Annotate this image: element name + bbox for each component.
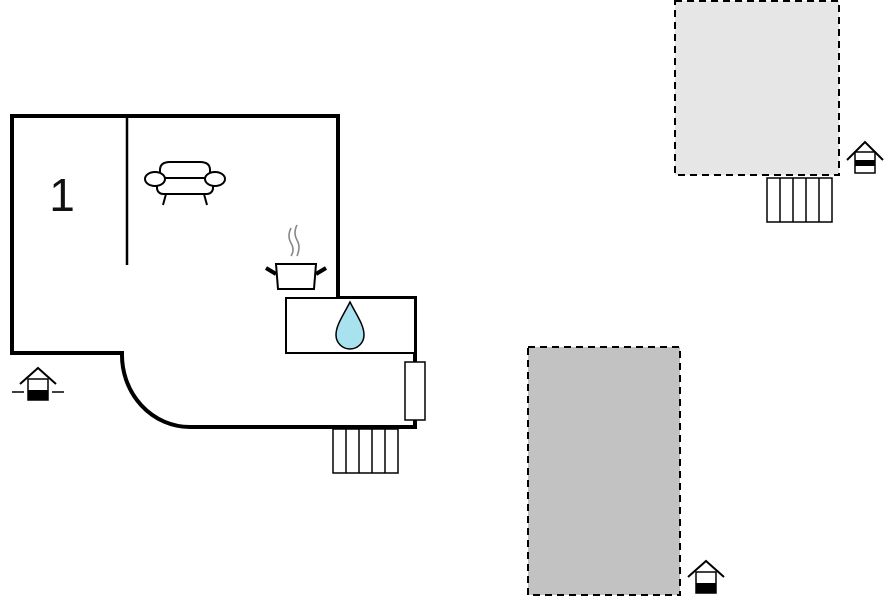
outbuilding-light [674, 0, 840, 176]
outbuilding-entrance-icon [846, 140, 884, 174]
side-door [404, 361, 426, 421]
outbuilding-steps [766, 177, 833, 223]
cooking-pot-icon [264, 224, 328, 290]
outbuilding-dark [527, 346, 681, 596]
sofa-icon [144, 161, 226, 206]
house-entrance-icon [12, 366, 64, 401]
steps-icon [332, 428, 399, 474]
water-drop-icon [335, 300, 365, 350]
garage-entrance-icon [687, 559, 725, 594]
room-number-label: 1 [49, 169, 75, 221]
main-house-outline [10, 114, 417, 429]
